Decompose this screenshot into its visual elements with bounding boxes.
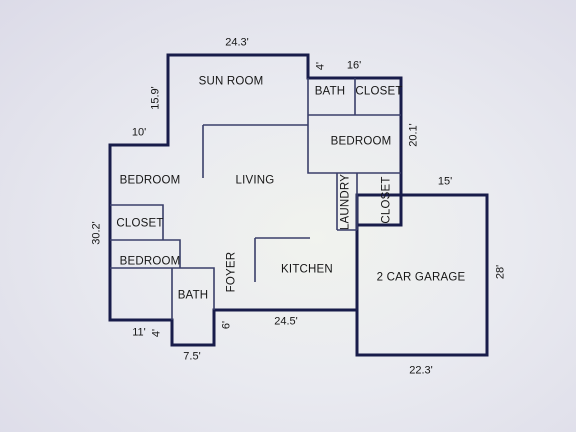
sun-room-depth: 15.9' [149,86,162,110]
garage-label: 2 CAR GARAGE [376,271,466,284]
left-wing-walls [108,143,174,322]
bedroom-right-walls [307,125,401,174]
garage-bottom: 22.3' [409,364,433,377]
left-depth: 30.2' [90,221,103,245]
left-offset: 10' [131,126,147,139]
bottom-bedroom-walls [110,267,215,320]
bath-bottom-width: 7.5' [183,350,201,363]
bath-bottom-label: BATH [177,289,209,302]
bedroom-depth: 20.1' [407,123,420,147]
sun-room-walls [166,53,310,80]
bath-width: 4' [314,61,327,71]
garage-depth: 28' [494,264,507,280]
closet-top-label: CLOSET [355,85,403,98]
foyer-label: FOYER [225,251,238,293]
bottom-bath-walls [170,308,359,347]
living-label: LIVING [235,174,275,187]
living-top-wall [202,124,308,178]
bath-top-label: BATH [314,85,346,98]
bottom-left-small-dimension: 4' [150,328,163,338]
sun-room-width: 24.3' [225,36,249,49]
bedroom-right-label: BEDROOM [330,135,392,148]
bath-closet-partition [307,78,401,125]
closet-right-label: CLOSET [380,176,393,224]
garage-width: 15' [437,175,453,188]
closet-left-label: CLOSET [116,217,164,230]
laundry-walls [336,173,358,231]
bedroom-bottom-label: BEDROOM [119,255,181,268]
bath-closet-walls [306,76,403,197]
kitchen-counter [254,237,310,282]
left-bedroom-walls [110,204,181,268]
bottom-left-dimension: 11' [132,326,146,339]
garage-connector [355,193,403,227]
bedroom-width: 16' [346,59,362,72]
foyer-gap-dimension: 6' [220,320,233,330]
garage-walls [355,193,489,357]
kitchen-label: KITCHEN [281,263,333,276]
kitchen-width: 24.5' [274,315,298,328]
sun-room-label: SUN ROOM [198,75,264,88]
bedroom-left-label: BEDROOM [119,174,181,187]
laundry-label: LAUNDRY [339,173,352,231]
